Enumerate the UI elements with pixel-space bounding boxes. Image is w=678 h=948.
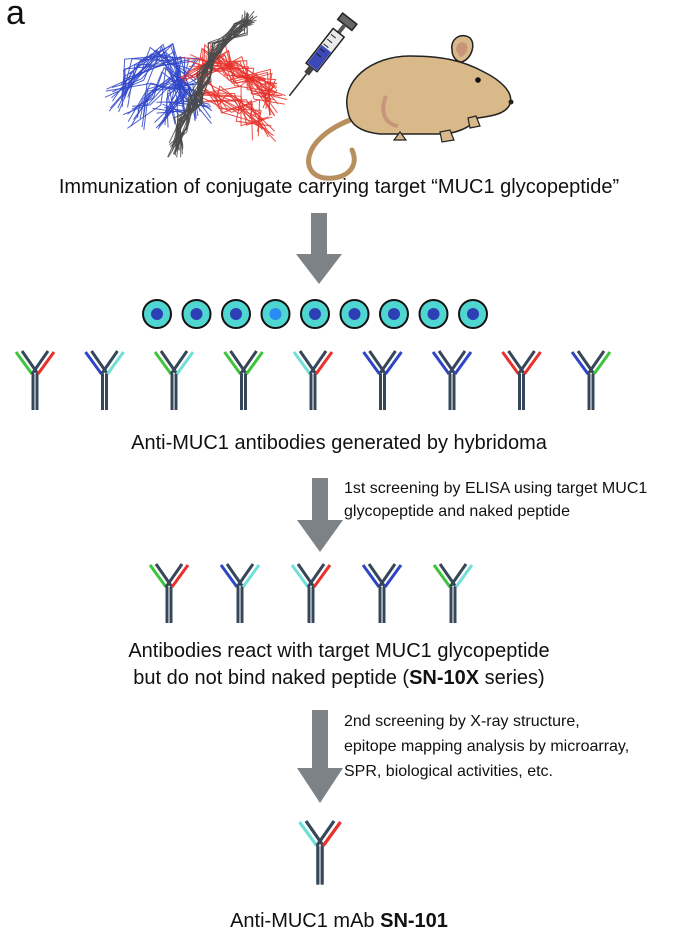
antibody-icon [362, 350, 403, 410]
antibody-icon [501, 350, 542, 410]
glycopeptide-structure-image [104, 10, 288, 158]
caption-react-suffix: series) [479, 667, 545, 689]
peptide-strand [176, 19, 247, 151]
caption-antibodies-generated: Anti-MUC1 antibodies generated by hybrid… [131, 432, 547, 454]
peptide-strand [111, 50, 192, 123]
antibody-icon [432, 563, 474, 623]
antibody-icon [223, 350, 264, 410]
peptide-strand [167, 12, 248, 158]
peptide-strand [174, 20, 247, 156]
peptide-strand [168, 16, 254, 144]
hybridoma-cell [458, 299, 488, 329]
hybridoma-cell [142, 299, 172, 329]
peptide-strand [111, 56, 201, 128]
peptide-strand [111, 52, 198, 126]
antibody-icon [361, 563, 403, 623]
antibody-row-final [298, 820, 342, 885]
hybridoma-cell [300, 299, 330, 329]
caption-immunization: Immunization of conjugate carrying targe… [58, 176, 620, 198]
antibody-icon [292, 350, 334, 410]
hybridoma-cell [418, 299, 449, 329]
caption-final-mab: Anti-MUC1 mAb SN-101 [0, 910, 678, 933]
caption-react-line2: but do not bind naked peptide (SN-10X se… [0, 667, 678, 690]
arrow-down-3 [297, 710, 343, 803]
caption-final-prefix: Anti-MUC1 mAb [230, 910, 381, 932]
peptide-strand [176, 18, 249, 158]
mab-name: SN-101 [380, 910, 448, 932]
peptide-strand [182, 60, 275, 99]
antibody-icon [84, 350, 125, 410]
antibody-icon [290, 563, 332, 623]
antibody-icon [570, 350, 612, 410]
screening2-note-line3: SPR, biological activities, etc. [344, 763, 553, 780]
antibody-icon [14, 350, 56, 410]
peptide-strand [176, 20, 257, 145]
caption-react-line1: Antibodies react with target MUC1 glycop… [128, 640, 550, 662]
screening2-note-line1: 2nd screening by X-ray structure, [344, 713, 580, 730]
screening1-note-line1: 1st screening by ELISA using target MUC1 [344, 480, 648, 497]
hybridoma-cell-row [142, 299, 488, 329]
antibody-row-generated [14, 350, 612, 410]
series-name: SN-10X [409, 667, 480, 689]
mouse-icon [306, 34, 514, 181]
antibody-icon [153, 350, 195, 410]
peptide-strand [172, 13, 250, 155]
arrow-down-1 [296, 213, 342, 284]
peptide-strand [191, 94, 266, 130]
arrow-down-2 [297, 478, 343, 552]
peptide-strand [203, 43, 278, 114]
panel-label: a [6, 0, 25, 32]
peptide-strand [173, 25, 243, 150]
hybridoma-cell [221, 299, 251, 329]
caption-react-prefix: but do not bind naked peptide ( [133, 667, 410, 689]
hybridoma-cell [339, 299, 370, 329]
antibody-icon [298, 820, 342, 885]
antibody-icon [431, 350, 473, 410]
peptide-strand [121, 42, 185, 114]
peptide-strand [124, 49, 182, 116]
syringe-icon [288, 11, 358, 97]
hybridoma-cell [379, 299, 409, 329]
screening1-note-line2: glycopeptide and naked peptide [344, 503, 570, 520]
peptide-strand [104, 48, 187, 119]
peptide-strand [204, 88, 253, 141]
antibody-icon [148, 563, 190, 623]
hybridoma-cell [260, 299, 291, 329]
peptide-strand [203, 80, 269, 138]
antibody-icon [219, 563, 261, 623]
screening2-note-line2: epitope mapping analysis by microarray, [344, 738, 630, 755]
antibody-row-screened [148, 563, 474, 623]
peptide-strand [127, 56, 186, 108]
peptide-strand [175, 16, 247, 152]
process-arrows [296, 213, 343, 803]
hybridoma-cell [181, 299, 212, 329]
peptide-strand [198, 100, 270, 134]
